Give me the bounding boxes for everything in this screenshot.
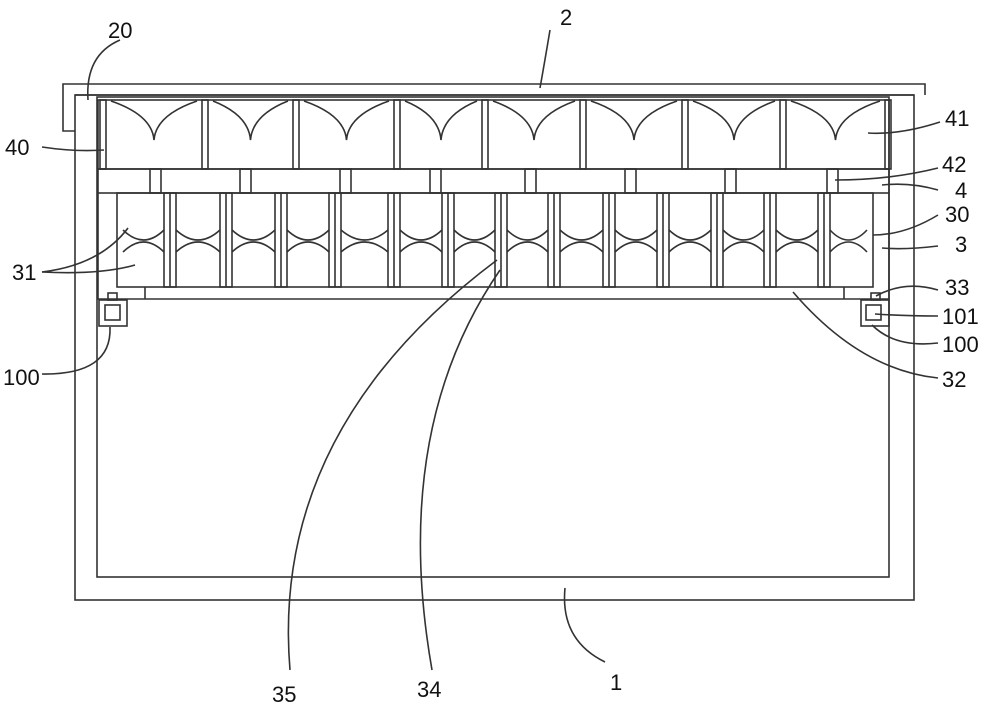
cell-arc: [399, 229, 443, 241]
sensor-left: [98, 292, 128, 327]
label-40: 40: [5, 135, 29, 160]
label-20: 20: [108, 18, 132, 43]
label-3: 3: [955, 232, 967, 257]
cup-arc: [404, 100, 478, 141]
connector-42: [826, 168, 839, 194]
cell-arc: [829, 241, 868, 253]
cup-divider: [201, 99, 209, 170]
label-4: 4: [955, 178, 967, 203]
cup-arc: [790, 100, 881, 141]
cup-divider: [393, 99, 401, 170]
outer-box: [74, 94, 915, 601]
cell-arc: [722, 241, 765, 253]
tray-band: [97, 168, 890, 194]
cup-arc: [590, 100, 678, 141]
cell-arc: [829, 229, 868, 241]
cup-divider: [99, 99, 107, 170]
cell-arc: [122, 241, 165, 253]
cup-divider: [779, 99, 787, 170]
connector-42: [429, 168, 442, 194]
connector-42: [524, 168, 537, 194]
cell-arc: [453, 241, 496, 253]
label-1: 1: [610, 670, 622, 695]
connector-42: [339, 168, 352, 194]
label-33: 33: [945, 275, 969, 300]
label-42: 42: [942, 152, 966, 177]
cell-arc: [340, 241, 389, 253]
cup-arc: [492, 100, 576, 141]
label-100-left: 100: [3, 365, 40, 390]
leader-lines: [41, 29, 941, 671]
label-30: 30: [945, 202, 969, 227]
cup-divider: [292, 99, 300, 170]
connector-42: [724, 168, 737, 194]
label-101: 101: [942, 304, 979, 329]
cup-divider: [884, 99, 892, 170]
label-35: 35: [272, 682, 296, 707]
cell-arc: [340, 229, 389, 241]
connector-42: [239, 168, 252, 194]
cell-arc: [668, 241, 712, 253]
cell-arc: [559, 229, 604, 241]
cup-arc: [303, 100, 390, 141]
cup-arc: [110, 100, 198, 141]
cup-divider: [481, 99, 489, 170]
connectors: [149, 168, 839, 194]
lid: [62, 83, 926, 132]
cell-arc: [231, 229, 276, 241]
upper-tray: [97, 99, 890, 170]
cell-arc: [286, 229, 330, 241]
cup-divider: [579, 99, 587, 170]
label-2: 2: [560, 5, 572, 30]
cell-arc: [614, 241, 658, 253]
cell-arc: [175, 229, 221, 241]
label-100-right: 100: [942, 332, 979, 357]
lower-frame: [97, 193, 890, 300]
cell-arc: [453, 229, 496, 241]
cell-arc: [399, 241, 443, 253]
cell-arc: [775, 229, 819, 241]
cell-arc: [122, 229, 165, 241]
cell-arc: [559, 241, 604, 253]
label-34: 34: [417, 677, 441, 702]
cup-arc: [212, 100, 289, 141]
connector-42: [149, 168, 162, 194]
sensor-right: [860, 292, 890, 327]
cell-arc: [286, 241, 330, 253]
cell-arc: [506, 241, 549, 253]
cup-cells: [99, 99, 892, 170]
label-31: 31: [12, 260, 36, 285]
cell-arc: [506, 229, 549, 241]
cell-arc: [668, 229, 712, 241]
cell-arc: [231, 241, 276, 253]
connector-42: [624, 168, 637, 194]
cell-arc: [175, 241, 221, 253]
label-41: 41: [945, 106, 969, 131]
cell-arc: [775, 241, 819, 253]
cup-divider: [681, 99, 689, 170]
label-32: 32: [942, 367, 966, 392]
lower-cells: [122, 192, 868, 288]
cell-arc: [722, 229, 765, 241]
cup-arc: [692, 100, 776, 141]
cell-arc: [614, 229, 658, 241]
